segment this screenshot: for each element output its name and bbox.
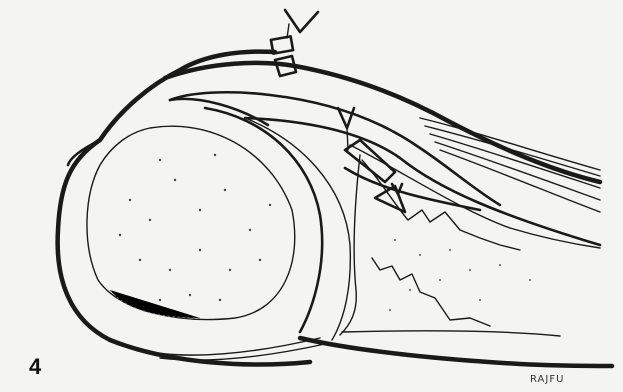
figure-number: 4 (29, 354, 41, 380)
ball-stipple (119, 154, 271, 301)
ball-outline (87, 126, 295, 319)
right-body-bottom (300, 338, 612, 366)
arrow-marker (338, 108, 405, 212)
right-body-upper (345, 168, 480, 210)
right-body-inner (342, 331, 560, 336)
artist-signature: RAJFU (530, 374, 564, 385)
bottom-band (150, 338, 320, 355)
inner-curve-2 (245, 118, 350, 340)
tube-upper-wall (165, 63, 600, 182)
tube-inner-wall (170, 92, 500, 205)
inner-curve-1 (205, 108, 322, 332)
needle-instrument (271, 10, 318, 76)
dotted-guide-ball (110, 290, 200, 318)
